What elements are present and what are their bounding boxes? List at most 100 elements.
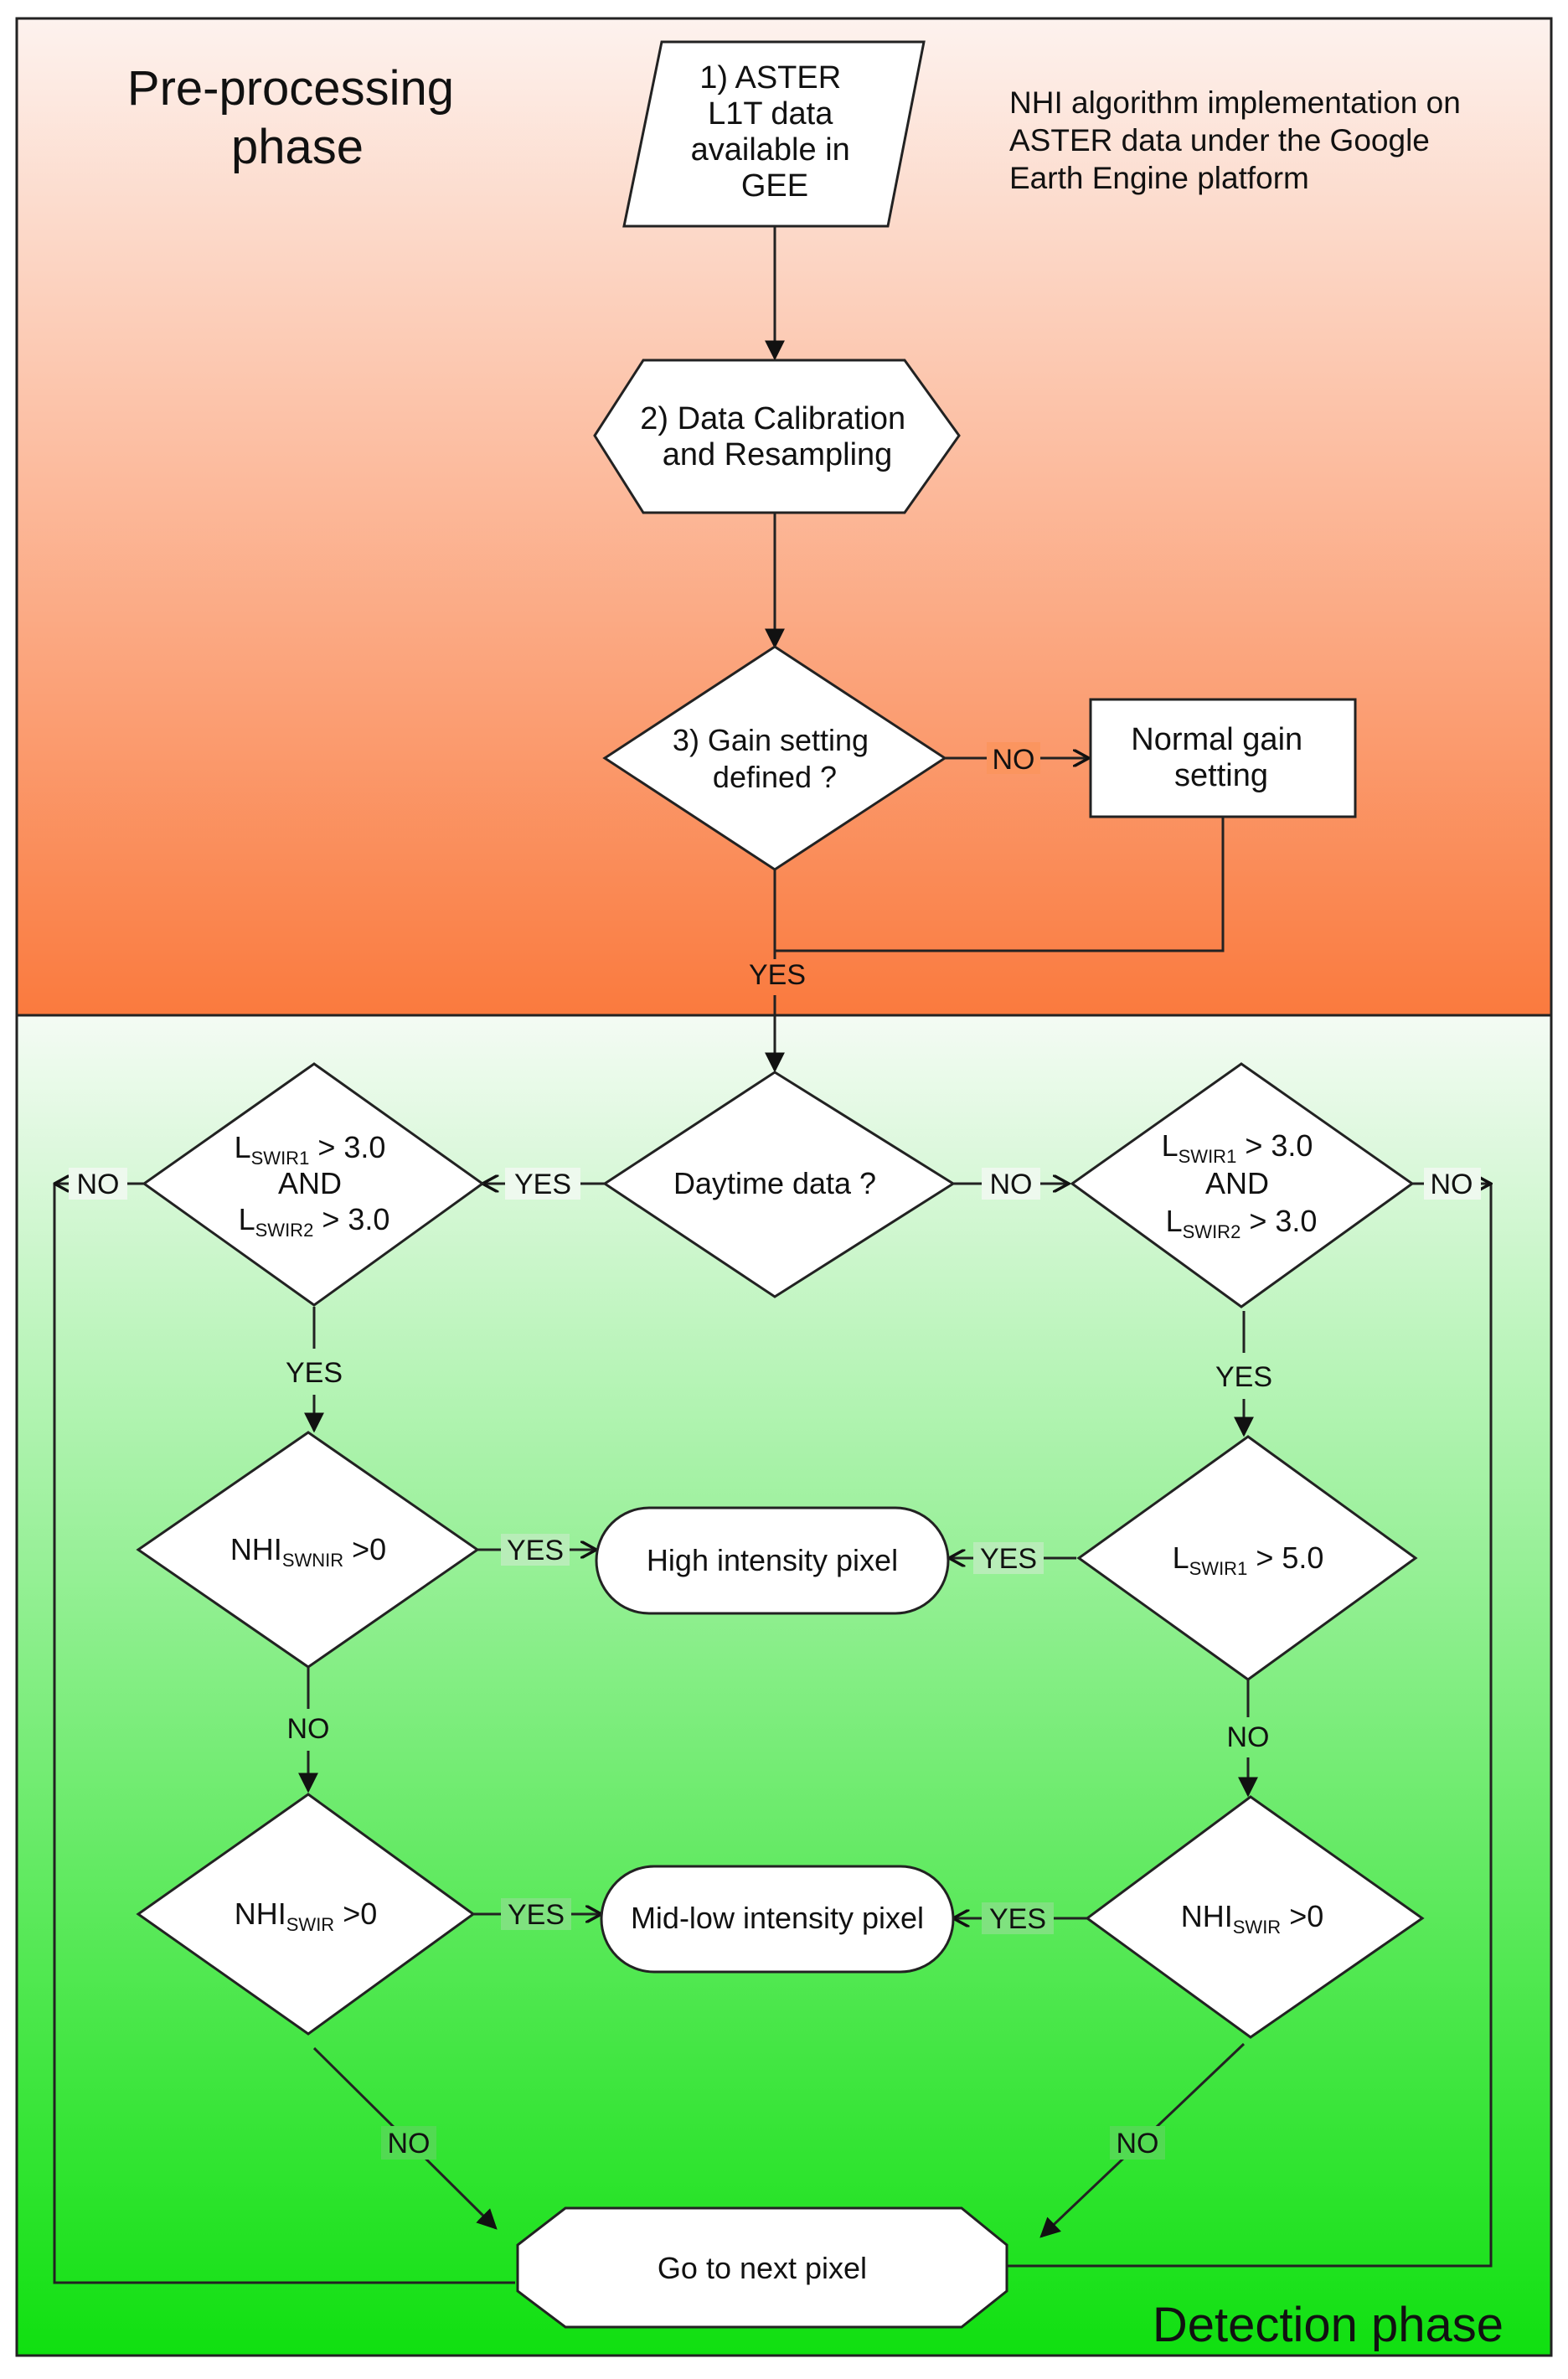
left-and-l2-rest: > 3.0 [313,1202,389,1236]
lswir1-yes-label: YES [980,1543,1037,1575]
nhi-swnir-yes-label: YES [507,1535,564,1566]
preprocessing-title-line2: phase [231,120,364,174]
left-and-no-label-bg [69,1168,127,1200]
nhi-swir-left-text: NHISWIR >0 [235,1896,378,1935]
nhi-swir-right-rest: >0 [1281,1899,1323,1933]
left-and-yes-label: YES [286,1357,343,1389]
calibration-text: 2) Data Calibration and Resampling [640,401,914,472]
right-and-l1-main: L [1162,1128,1179,1163]
calibration-line2: and Resampling [663,437,893,472]
gain-setting-line2: defined ? [713,760,837,794]
daytime-node [602,1071,956,1298]
connector-left-and-no-loop [53,1184,515,2284]
nhi-swir-right-yes-label: YES [989,1903,1046,1935]
left-and-line1: LSWIR1 > 3.0 [235,1130,386,1169]
nhi-swnir-no-label: NO [287,1713,330,1745]
connector-right-and-no-loop [1007,1184,1493,2268]
lswir1-rest: > 5.0 [1247,1540,1323,1575]
daytime-no-label: NO [990,1169,1033,1200]
gain-setting-node [602,645,947,871]
gain-setting-line1: 3) Gain setting [673,723,869,757]
preprocessing-phase-title: Pre-processing phase [127,61,467,174]
right-and-l2-rest: > 3.0 [1240,1204,1317,1238]
gain-setting-text: 3) Gain setting defined ? [673,723,877,794]
lswir1-main: L [1173,1540,1189,1575]
nhi-swir-right-yes-label-bg [982,1902,1054,1934]
nhi-swnir-text: NHISWNIR >0 [230,1532,386,1571]
detection-phase-title: Detection phase [1153,2298,1504,2352]
nhi-swir-left-main: NHI [235,1896,286,1931]
left-and-l2-sub: SWIR2 [255,1220,314,1241]
right-and-l1-rest: > 3.0 [1236,1128,1313,1163]
nhi-swir-right-node [1085,1795,1425,2039]
left-and-text: LSWIR1 > 3.0 AND LSWIR2 > 3.0 [235,1130,395,1241]
nhi-swir-left-sub: SWIR [286,1914,334,1935]
right-and-node [1070,1062,1415,1308]
daytime-text: Daytime data ? [673,1166,876,1200]
normal-gain-line2: setting [1174,758,1268,793]
nhi-swir-left-node [136,1793,476,2036]
aster-data-node [622,40,926,228]
lswir1-no-label: NO [1227,1721,1270,1753]
preprocessing-title-line1: Pre-processing [127,61,454,116]
aster-data-line2: L1T data [708,96,833,132]
gain-no-label: NO [993,744,1035,776]
nhi-swir-right-sub: SWIR [1233,1917,1281,1938]
nhi-swnir-main: NHI [230,1532,282,1566]
description-line1: NHI algorithm implementation on [1009,85,1461,120]
left-and-no-label: NO [77,1169,120,1200]
nhi-swnir-node [136,1431,480,1669]
left-and-l1-rest: > 3.0 [309,1130,385,1164]
nhi-swnir-sub: SWNIR [282,1550,343,1571]
nhi-swir-right-main: NHI [1181,1899,1233,1933]
gain-no-label-bg [987,742,1040,774]
lswir1-sub: SWIR1 [1189,1558,1248,1579]
left-and-node [142,1062,485,1307]
right-and-text: LSWIR1 > 3.0 AND LSWIR2 > 3.0 [1162,1128,1322,1242]
left-and-l1-sub: SWIR1 [251,1148,310,1169]
nhi-swir-left-no-label: NO [388,2128,431,2160]
lswir1-text: LSWIR1 > 5.0 [1173,1540,1324,1579]
nhi-swir-right-no-label-bg [1110,2126,1165,2160]
lswir1-node [1076,1435,1418,1681]
left-and-and: AND [278,1166,342,1200]
right-and-and: AND [1205,1166,1269,1200]
aster-data-line3: available in [691,132,850,168]
connector-normal-gain-to-merge [775,817,1225,952]
high-intensity-text: High intensity pixel [647,1543,898,1577]
aster-data-text: 1) ASTER L1T data available in GEE [691,60,859,204]
nhi-swir-left-no-label-bg [381,2126,436,2160]
gain-yes-label: YES [749,959,806,991]
right-and-l2-sub: SWIR2 [1183,1221,1241,1242]
high-intensity-node [595,1506,950,1615]
aster-data-line1: 1) ASTER [699,60,841,95]
daytime-yes-label-bg [505,1168,580,1200]
right-and-line3: LSWIR2 > 3.0 [1166,1204,1318,1242]
daytime-no-label-bg [982,1168,1040,1200]
right-and-no-label: NO [1431,1169,1473,1200]
description-line3: Earth Engine platform [1009,161,1309,195]
next-pixel-text: Go to next pixel [658,2251,867,2285]
left-and-l1-main: L [235,1130,251,1164]
normal-gain-line1: Normal gain [1131,722,1302,757]
nhi-swnir-rest: >0 [343,1532,386,1566]
nhi-swnir-yes-label-bg [501,1534,570,1566]
midlow-intensity-text: Mid-low intensity pixel [631,1901,924,1935]
midlow-intensity-node [600,1865,955,1974]
aster-data-line4: GEE [741,168,808,204]
nhi-swir-left-rest: >0 [334,1896,377,1931]
next-pixel-node [516,2206,1008,2329]
left-and-line3: LSWIR2 > 3.0 [239,1202,390,1241]
algorithm-description: NHI algorithm implementation on ASTER da… [1009,85,1469,195]
right-and-l1-sub: SWIR1 [1179,1146,1237,1167]
normal-gain-text: Normal gain setting [1131,722,1311,793]
right-and-l2-main: L [1166,1204,1183,1238]
right-and-no-label-bg [1424,1168,1481,1200]
nhi-swir-left-yes-label: YES [508,1899,565,1931]
right-and-line1: LSWIR1 > 3.0 [1162,1128,1313,1167]
nhi-swir-right-no-label: NO [1117,2128,1159,2160]
right-and-yes-label: YES [1215,1361,1272,1393]
left-and-l2-main: L [239,1202,255,1236]
